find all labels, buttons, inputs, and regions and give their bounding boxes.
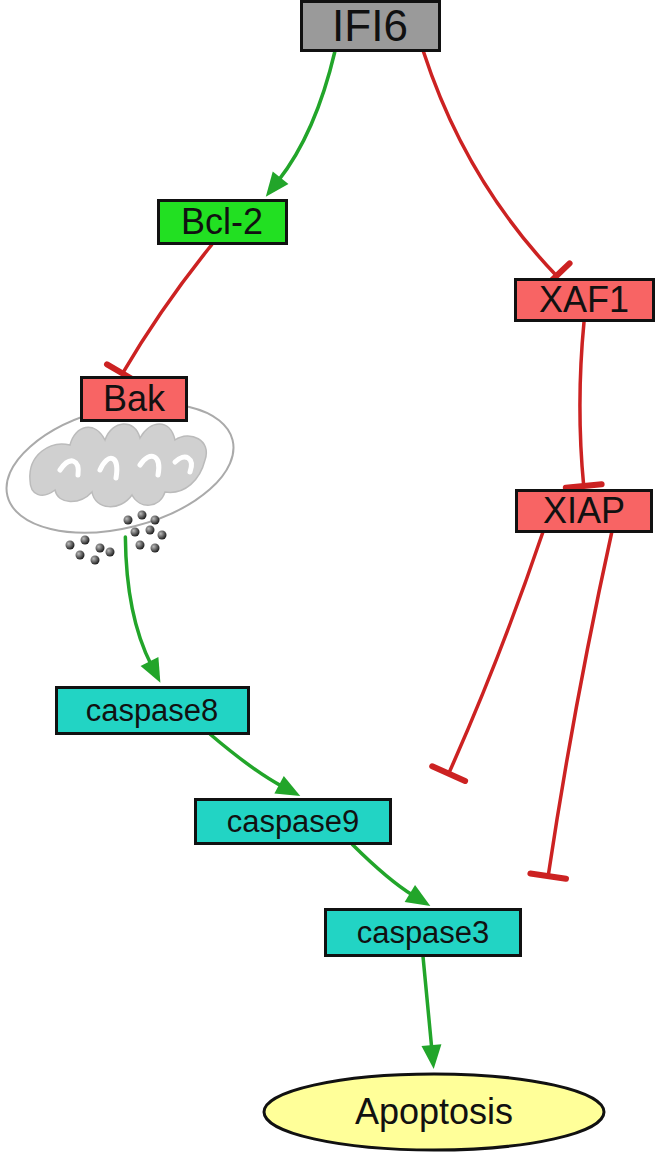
- connector-path: [125, 537, 151, 665]
- particle-dot: [151, 544, 160, 553]
- particle-dot: [136, 541, 145, 550]
- connector-path: [211, 735, 283, 787]
- arrowhead: [405, 885, 431, 906]
- activation-arrow: [266, 52, 335, 197]
- node-label: XAF1: [539, 282, 629, 318]
- node-label: caspase9: [227, 806, 360, 837]
- particle-dot: [124, 516, 133, 525]
- connector-path: [278, 52, 335, 181]
- protein-box: Bcl-2: [157, 199, 288, 245]
- inhibition-line: [424, 52, 570, 288]
- caspase-box: caspase9: [194, 798, 392, 845]
- particle-dot: [146, 526, 155, 535]
- arrowhead: [141, 657, 161, 683]
- particle-dot: [106, 548, 115, 557]
- ellipse-shape: [264, 1074, 604, 1150]
- particle-dot: [158, 531, 167, 540]
- protein-box: Bak: [80, 376, 188, 422]
- inhibition-bar: [566, 484, 602, 487]
- node-label: Bcl-2: [181, 204, 263, 240]
- mitochondrion: [0, 382, 247, 555]
- released-particles: [66, 511, 167, 565]
- particle-dot: [66, 541, 75, 550]
- gene-box: IFI6: [300, 0, 441, 52]
- node-label: XIAP: [543, 493, 625, 529]
- caspase-box: caspase3: [324, 908, 522, 957]
- inhibition-line: [530, 533, 611, 879]
- connector-path: [352, 845, 413, 896]
- particle-dot: [81, 536, 90, 545]
- particle-dot: [138, 511, 147, 520]
- connector-path: [123, 245, 212, 373]
- node-label: caspase3: [357, 917, 490, 948]
- inhibition-line: [566, 322, 602, 488]
- activation-arrow: [421, 957, 441, 1070]
- connector-path: [424, 52, 557, 276]
- inhibition-line: [107, 245, 212, 382]
- particle-dot: [96, 544, 105, 553]
- inhibition-line: [432, 533, 542, 781]
- caspase-box: caspase8: [55, 686, 250, 735]
- particle-dot: [76, 551, 85, 560]
- connector-path: [548, 533, 611, 876]
- activation-arrow: [125, 537, 160, 683]
- inhibition-bar: [530, 873, 566, 878]
- particle-dot: [131, 528, 140, 537]
- activation-arrow: [352, 845, 430, 906]
- particle-dot: [151, 516, 160, 525]
- node-label: caspase8: [86, 695, 219, 726]
- connector-path: [423, 957, 432, 1050]
- inhibition-bar: [432, 766, 465, 781]
- node-label: Apoptosis: [355, 1094, 513, 1130]
- arrowhead: [274, 776, 300, 796]
- connector-path: [449, 533, 543, 774]
- protein-box: XAF1: [514, 278, 655, 322]
- node-label: IFI6: [332, 4, 408, 48]
- arrowhead: [266, 172, 289, 197]
- arrowhead: [421, 1044, 441, 1069]
- particle-dot: [91, 556, 100, 565]
- outcome-ellipse: Apoptosis: [262, 1072, 606, 1152]
- connector-path: [580, 322, 584, 486]
- node-label: Bak: [103, 381, 165, 417]
- activation-arrow: [211, 735, 301, 797]
- protein-box: XIAP: [515, 489, 653, 533]
